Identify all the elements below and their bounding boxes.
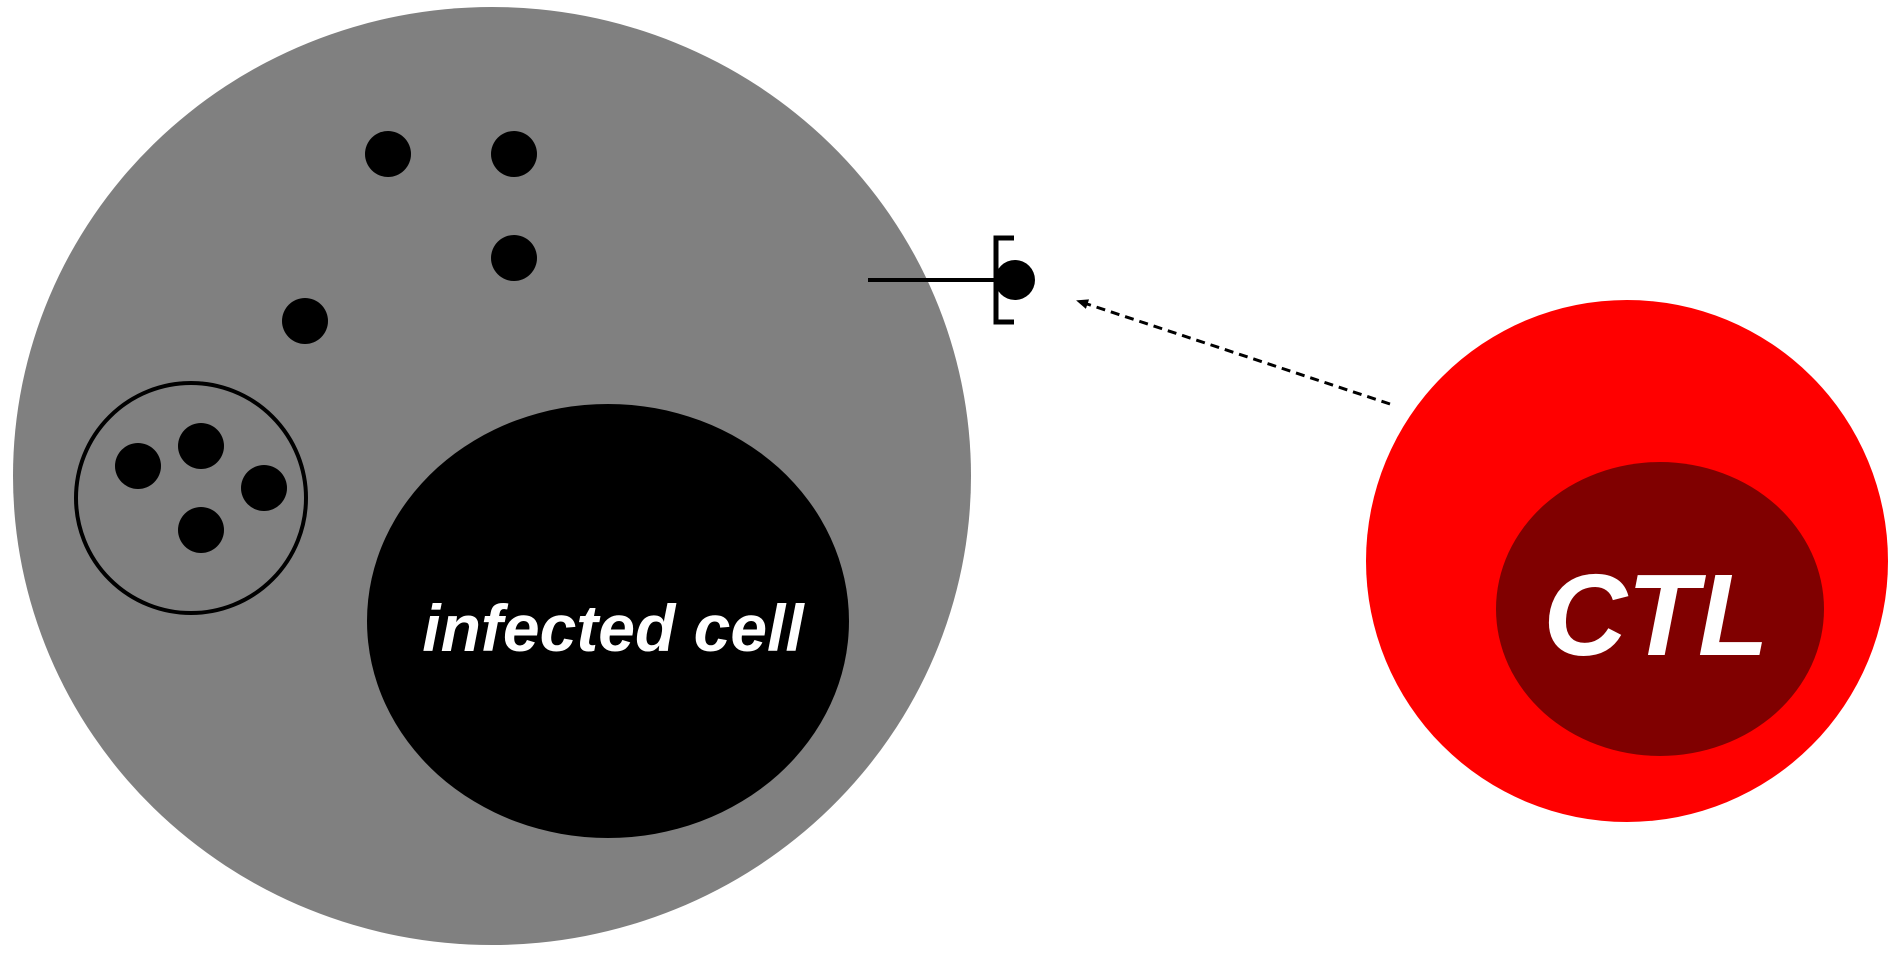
mhc-receptor	[868, 235, 1035, 325]
ctl-nucleus	[1496, 462, 1824, 756]
antigen-particle	[282, 298, 328, 344]
antigen-vesicle	[74, 381, 308, 615]
antigen-particle	[365, 131, 411, 177]
infected-cell: infected cell	[13, 7, 971, 945]
recognition-arrow	[1076, 299, 1391, 406]
antigen-particle	[491, 131, 537, 177]
ctl-cell: CTL	[1366, 300, 1888, 822]
vesicle-membrane	[74, 381, 308, 615]
antigen-particle	[178, 423, 224, 469]
antigen-particle	[491, 235, 537, 281]
infected-cell-nucleus	[367, 404, 849, 838]
antigen-particle	[178, 507, 224, 553]
antigen-particle	[115, 443, 161, 489]
presented-antigen	[995, 260, 1035, 300]
antigen-particle	[241, 465, 287, 511]
infected-cell-label: infected cell	[422, 591, 805, 665]
ctl-label: CTL	[1543, 550, 1769, 680]
